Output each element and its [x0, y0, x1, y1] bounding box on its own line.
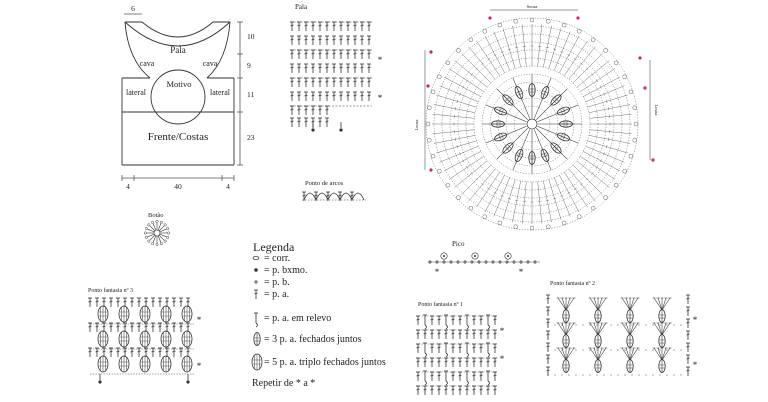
motif-top-label: Sousa — [527, 4, 538, 9]
label-cava-right: cava — [203, 59, 218, 68]
fantasia3-chart: Ponto fantasia nº 3 — [87, 287, 202, 384]
arcos-chart: Ponto de arcos — [301, 180, 366, 202]
fantasia2-chart: Ponto fantasia nº 2 — [545, 280, 698, 377]
dim-right-3: 11 — [247, 90, 254, 99]
label-body: Frente/Costas — [148, 131, 209, 143]
legend-item-pb: = p. b. — [264, 277, 290, 288]
botao-title: Botão — [148, 212, 164, 219]
motif-chart: Sousa Lousa Lousa — [414, 4, 659, 231]
dim-right-2: 9 — [247, 61, 251, 70]
legend-item-bxmo: = p. bxmo. — [264, 265, 307, 276]
legend: Legenda = corr. = p. bxmo. = p. b. = p. … — [251, 240, 386, 389]
dim-bottom-3: 4 — [226, 182, 230, 191]
motif-left-label: Lousa — [414, 120, 419, 131]
label-motivo: Motivo — [166, 79, 191, 89]
pico-chart: Pico — [427, 240, 540, 277]
label-pala: Pala — [170, 45, 186, 55]
legend-item-pa-relevo: = p. a. em relevo — [264, 313, 331, 324]
bxmo-icon — [254, 268, 258, 272]
arcos-title: Ponto de arcos — [305, 180, 344, 187]
pa-relevo-icon — [253, 312, 259, 328]
legend-item-three-pa: = 3 p. a. fechados juntos — [264, 334, 362, 345]
dim-right-1: 10 — [247, 32, 255, 41]
motif-right-label: Lousa — [654, 105, 659, 116]
legend-repeat: Repetir de * a * — [252, 378, 315, 389]
botao-chart: Botão — [144, 212, 170, 246]
label-lateral-left: lateral — [126, 88, 147, 97]
dim-top: 6 — [131, 4, 135, 13]
pala-title: Pala — [295, 3, 308, 11]
legend-item-pa: = p. a. — [264, 289, 289, 300]
pico-title: Pico — [452, 240, 465, 248]
three-pa-icon — [253, 332, 261, 346]
fantasia1-chart: Ponto fantasia nº 1 — [415, 301, 505, 396]
legend-title: Legenda — [253, 240, 295, 254]
legend-item-corr: = corr. — [264, 253, 290, 264]
dim-bottom-1: 4 — [126, 182, 130, 191]
label-cava-left: cava — [140, 59, 155, 68]
corr-icon — [252, 256, 260, 260]
five-pa-icon — [251, 353, 263, 371]
fantasia1-title: Ponto fantasia nº 1 — [418, 301, 463, 308]
garment-schematic: Pala cava cava Motivo lateral lateral Fr… — [121, 4, 255, 191]
fantasia3-title: Ponto fantasia nº 3 — [88, 287, 133, 294]
legend-item-five-pa: = 5 p. a. triplo fechados juntos — [264, 357, 386, 368]
label-lateral-right: lateral — [210, 88, 231, 97]
dim-bottom-2: 40 — [174, 182, 182, 191]
dim-right-4: 23 — [247, 133, 255, 142]
pb-icon — [253, 279, 259, 285]
pala-chart: Pala — [289, 3, 383, 132]
pa-icon — [253, 289, 259, 300]
fantasia2-title: Ponto fantasia nº 2 — [550, 280, 595, 287]
